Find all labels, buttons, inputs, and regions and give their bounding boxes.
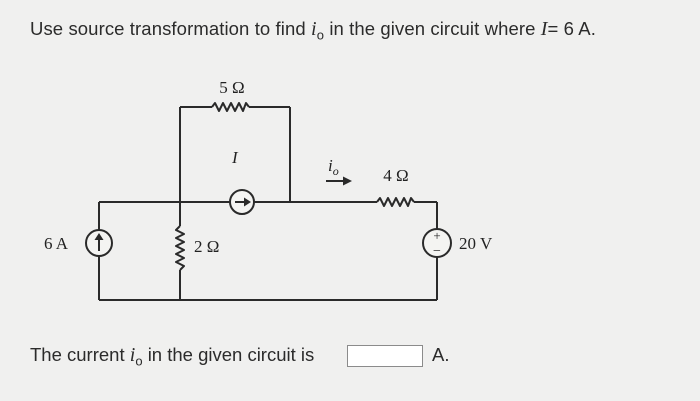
- label-io: io: [328, 156, 339, 178]
- answer-unit: A.: [432, 344, 450, 365]
- arrowhead-right-icon: [244, 197, 251, 207]
- answer-prefix: The current: [30, 344, 125, 365]
- resistor-4ohm: [376, 197, 415, 207]
- label-r-series: 4 Ω: [383, 166, 408, 185]
- answer-input[interactable]: [347, 345, 423, 367]
- question-given-var: I: [540, 18, 548, 40]
- label-r-top: 5 Ω: [219, 78, 244, 97]
- resistor-2ohm: [175, 225, 185, 271]
- voltage-source-20v: + −: [422, 228, 452, 259]
- question-suffix: in the given circuit where: [329, 18, 536, 39]
- question-var-sub: o: [316, 27, 325, 43]
- question-prefix: Use source transformation to find: [30, 18, 306, 39]
- label-voltage-source: 20 V: [459, 234, 493, 253]
- label-current-source: 6 A: [44, 234, 69, 253]
- label-r-shunt: 2 Ω: [194, 237, 219, 256]
- label-io-sub: o: [333, 164, 339, 178]
- label-io-var: i: [328, 156, 333, 175]
- plus-sign: +: [433, 228, 440, 243]
- current-arrow-io: [326, 176, 352, 186]
- current-source-6a: [85, 229, 113, 257]
- answer-suffix: in the given circuit is: [147, 344, 315, 365]
- label-dependent-source: I: [231, 148, 239, 167]
- answer-var: i: [129, 344, 136, 366]
- resistor-5ohm: [211, 102, 250, 112]
- answer-prompt: The current io in the given circuit is: [30, 344, 314, 369]
- question-given-val: = 6 A.: [547, 18, 596, 39]
- answer-var-sub: o: [135, 353, 143, 369]
- arrowhead-up-icon: [94, 233, 104, 240]
- question-text: Use source transformation to find io in …: [30, 18, 596, 43]
- dependent-current-source: [229, 189, 255, 215]
- question-var: i: [311, 18, 317, 40]
- arrowhead-right-icon: [343, 176, 352, 186]
- minus-sign: −: [433, 244, 441, 259]
